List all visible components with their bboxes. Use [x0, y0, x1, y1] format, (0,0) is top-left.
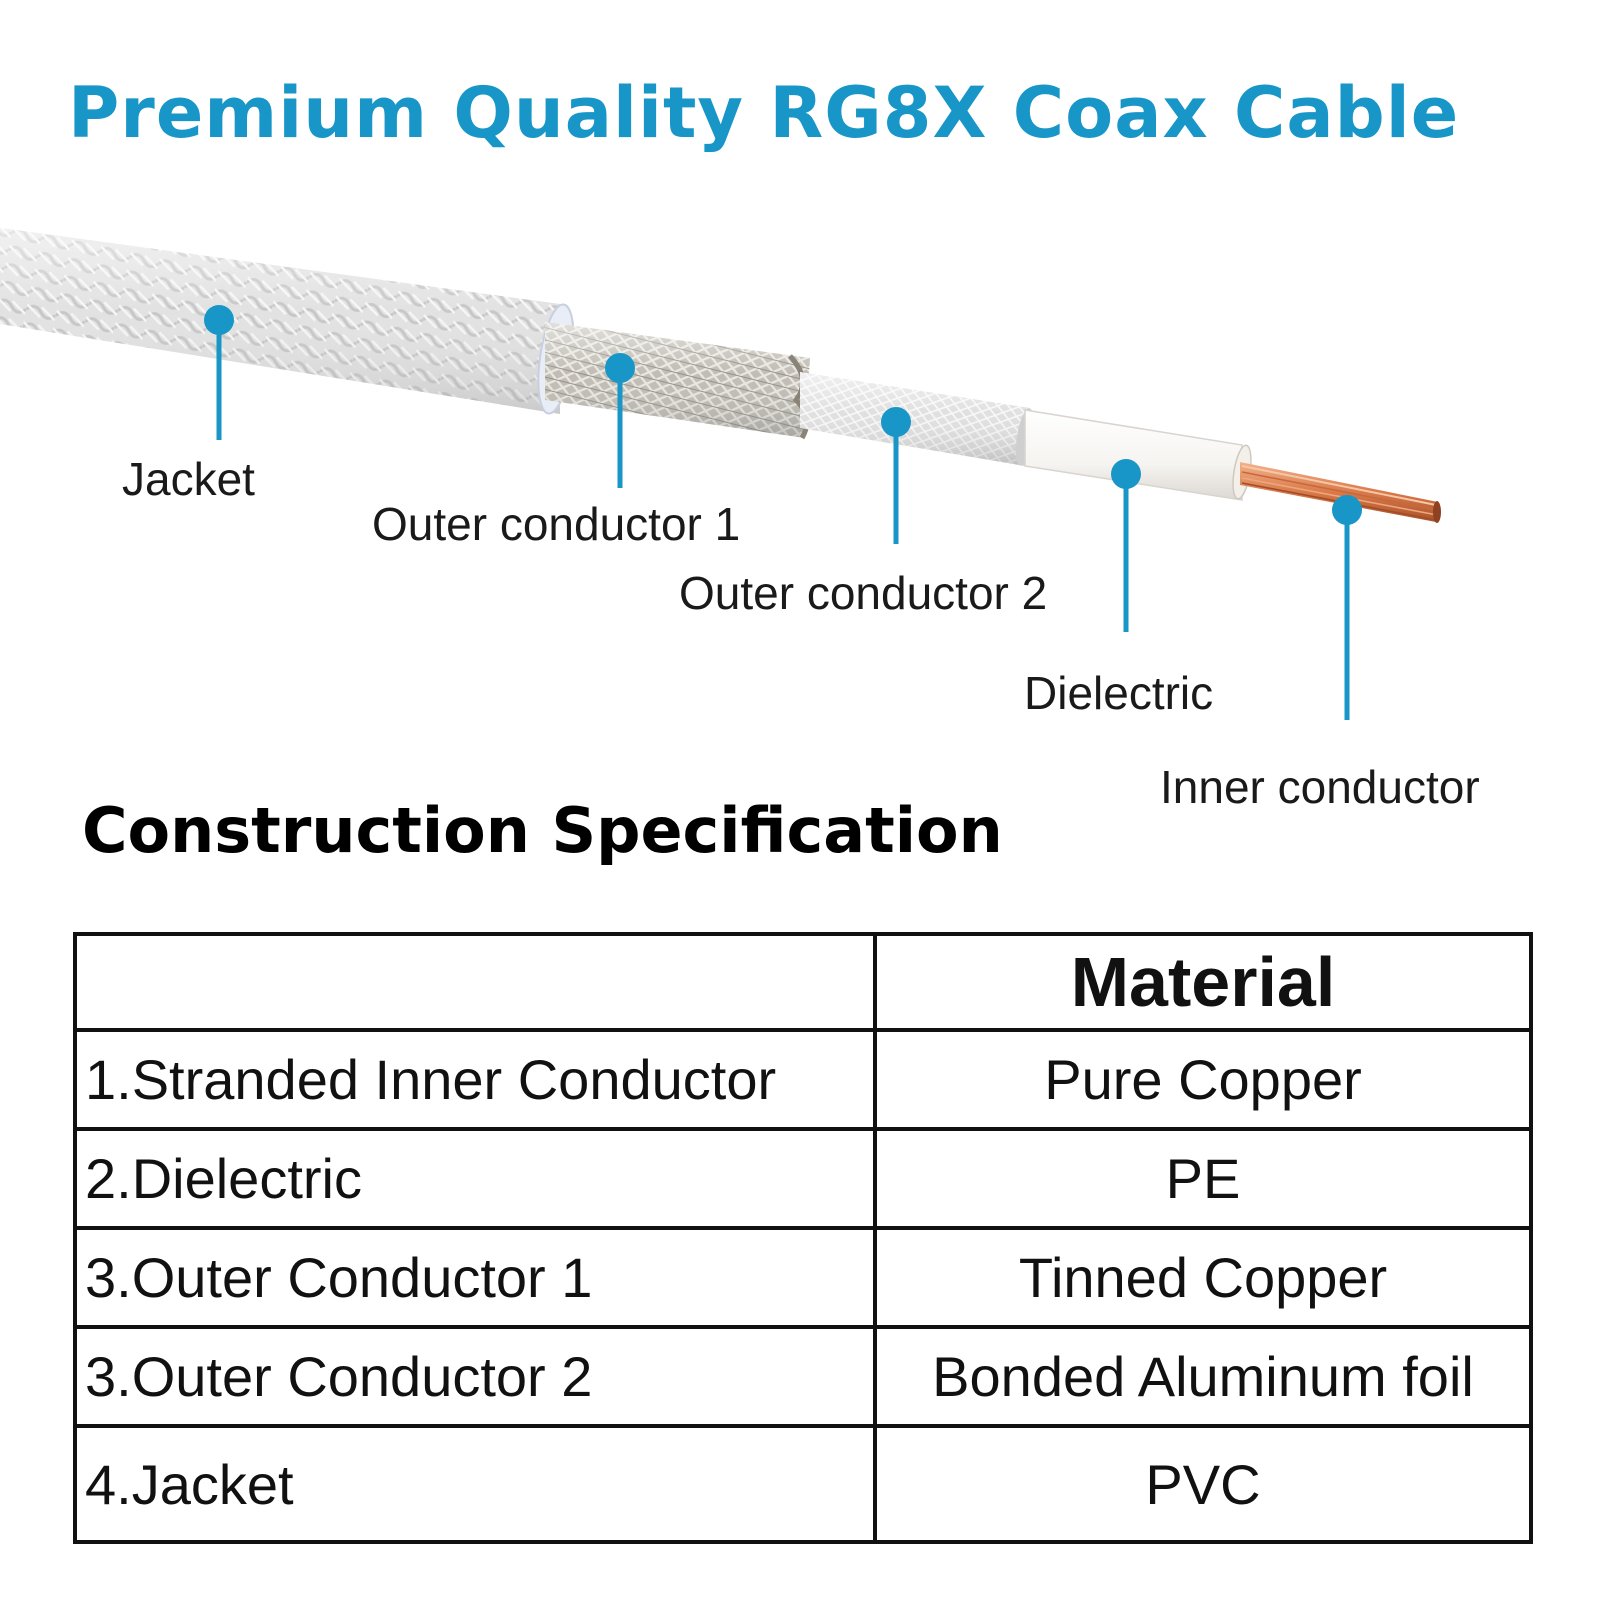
dielectric-section: [1024, 409, 1252, 501]
row-part: 2.Dielectric: [73, 1127, 877, 1230]
section-title: Construction Specification: [82, 794, 1003, 867]
callout-label-dielectric: Dielectric: [1024, 667, 1214, 719]
row-material: Pure Copper: [873, 1028, 1533, 1131]
row-part: 4.Jacket: [73, 1424, 877, 1544]
outer-conductor-1-section: [545, 322, 810, 440]
table-row: 4.Jacket PVC: [73, 1424, 1533, 1544]
spec-table: Material 1.Stranded Inner Conductor Pure…: [73, 932, 1533, 1544]
outer-conductor-2-section: [800, 372, 1035, 466]
callout-label-inner-conductor: Inner conductor: [1160, 761, 1480, 813]
callout-label-jacket: Jacket: [122, 453, 255, 505]
row-part: 1.Stranded Inner Conductor: [73, 1028, 877, 1131]
table-row: 3.Outer Conductor 2 Bonded Aluminum foil: [73, 1325, 1533, 1428]
cable-diagram: [0, 228, 1441, 720]
row-part: 3.Outer Conductor 1: [73, 1226, 877, 1329]
page-title: Premium Quality RG8X Coax Cable: [68, 72, 1460, 154]
callout-inner-conductor: [1332, 495, 1362, 720]
jacket-section: [0, 228, 575, 415]
table-row: 3.Outer Conductor 1 Tinned Copper: [73, 1226, 1533, 1329]
callout-outer-conductor-1: [605, 353, 635, 488]
callout-label-outer-conductor-2: Outer conductor 2: [679, 567, 1048, 619]
header-part: [73, 932, 877, 1032]
table-header-row: Material: [73, 932, 1533, 1032]
callout-label-outer-conductor-1: Outer conductor 1: [372, 498, 741, 550]
row-part: 3.Outer Conductor 2: [73, 1325, 877, 1428]
row-material: PE: [873, 1127, 1533, 1230]
header-material: Material: [873, 932, 1533, 1032]
row-material: PVC: [873, 1424, 1533, 1544]
table-row: 1.Stranded Inner Conductor Pure Copper: [73, 1028, 1533, 1131]
row-material: Bonded Aluminum foil: [873, 1325, 1533, 1428]
row-material: Tinned Copper: [873, 1226, 1533, 1329]
callout-outer-conductor-2: [881, 407, 911, 544]
callout-dielectric: [1111, 459, 1141, 632]
table-row: 2.Dielectric PE: [73, 1127, 1533, 1230]
callout-jacket: [204, 305, 234, 440]
